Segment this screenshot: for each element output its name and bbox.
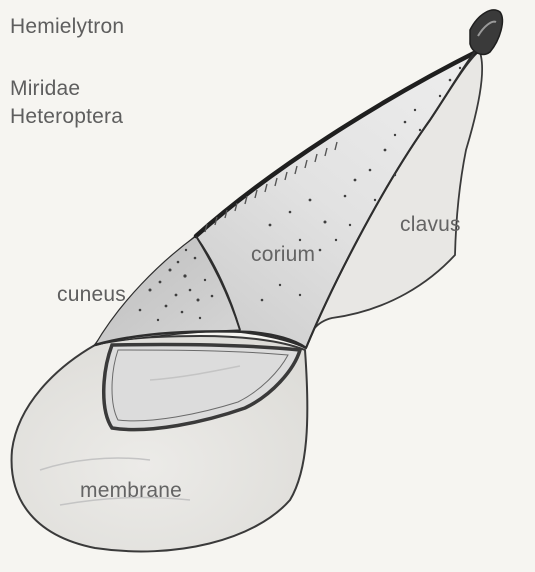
cuneus-label: cuneus <box>57 284 126 305</box>
wing-base-tip <box>470 10 502 54</box>
diagram-title: Hemielytron <box>10 16 124 37</box>
clavus-label: clavus <box>400 214 461 235</box>
family-label: Miridae <box>10 78 80 99</box>
membrane-label: membrane <box>80 480 182 501</box>
order-label: Heteroptera <box>10 106 123 127</box>
corium-label: corium <box>251 244 315 265</box>
